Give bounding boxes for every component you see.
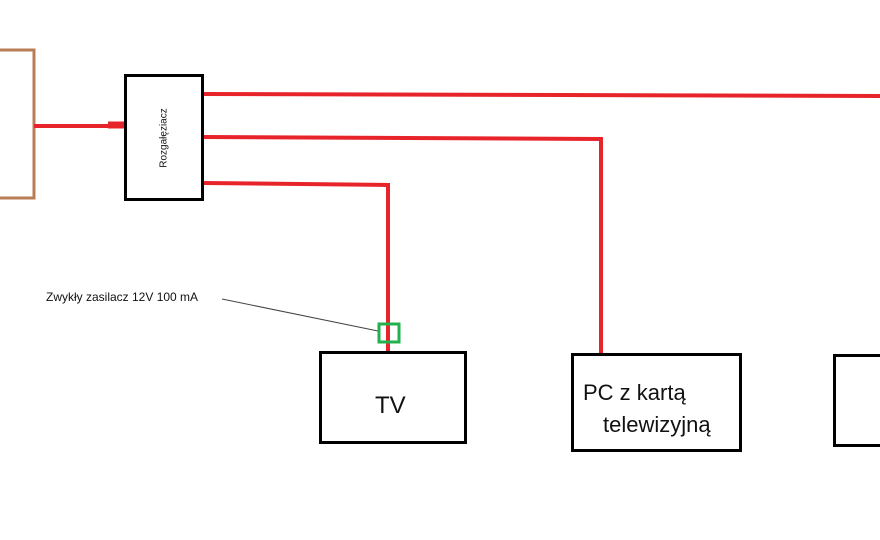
wire-splitter-device3 bbox=[203, 92, 880, 98]
pc-label-line1: PC z kartą bbox=[583, 380, 686, 405]
device3-box bbox=[833, 354, 880, 447]
splitter-label: Rozgałęziacz bbox=[158, 107, 170, 168]
wire-splitter-tv bbox=[203, 181, 390, 352]
callout-line bbox=[221, 298, 379, 332]
power-supply-annotation: Zwykły zasilacz 12V 100 mA bbox=[46, 290, 199, 304]
pc-box: PC z kartą telewizyjną bbox=[571, 353, 742, 452]
pc-label-line2: telewizyjną bbox=[603, 412, 711, 437]
tv-box: TV bbox=[319, 351, 467, 444]
tv-label: TV bbox=[375, 392, 406, 419]
wire-splitter-pc bbox=[203, 135, 603, 356]
power-supply-marker bbox=[377, 322, 401, 344]
splitter-box: Rozgałęziacz bbox=[124, 74, 204, 201]
source-box bbox=[0, 48, 36, 200]
